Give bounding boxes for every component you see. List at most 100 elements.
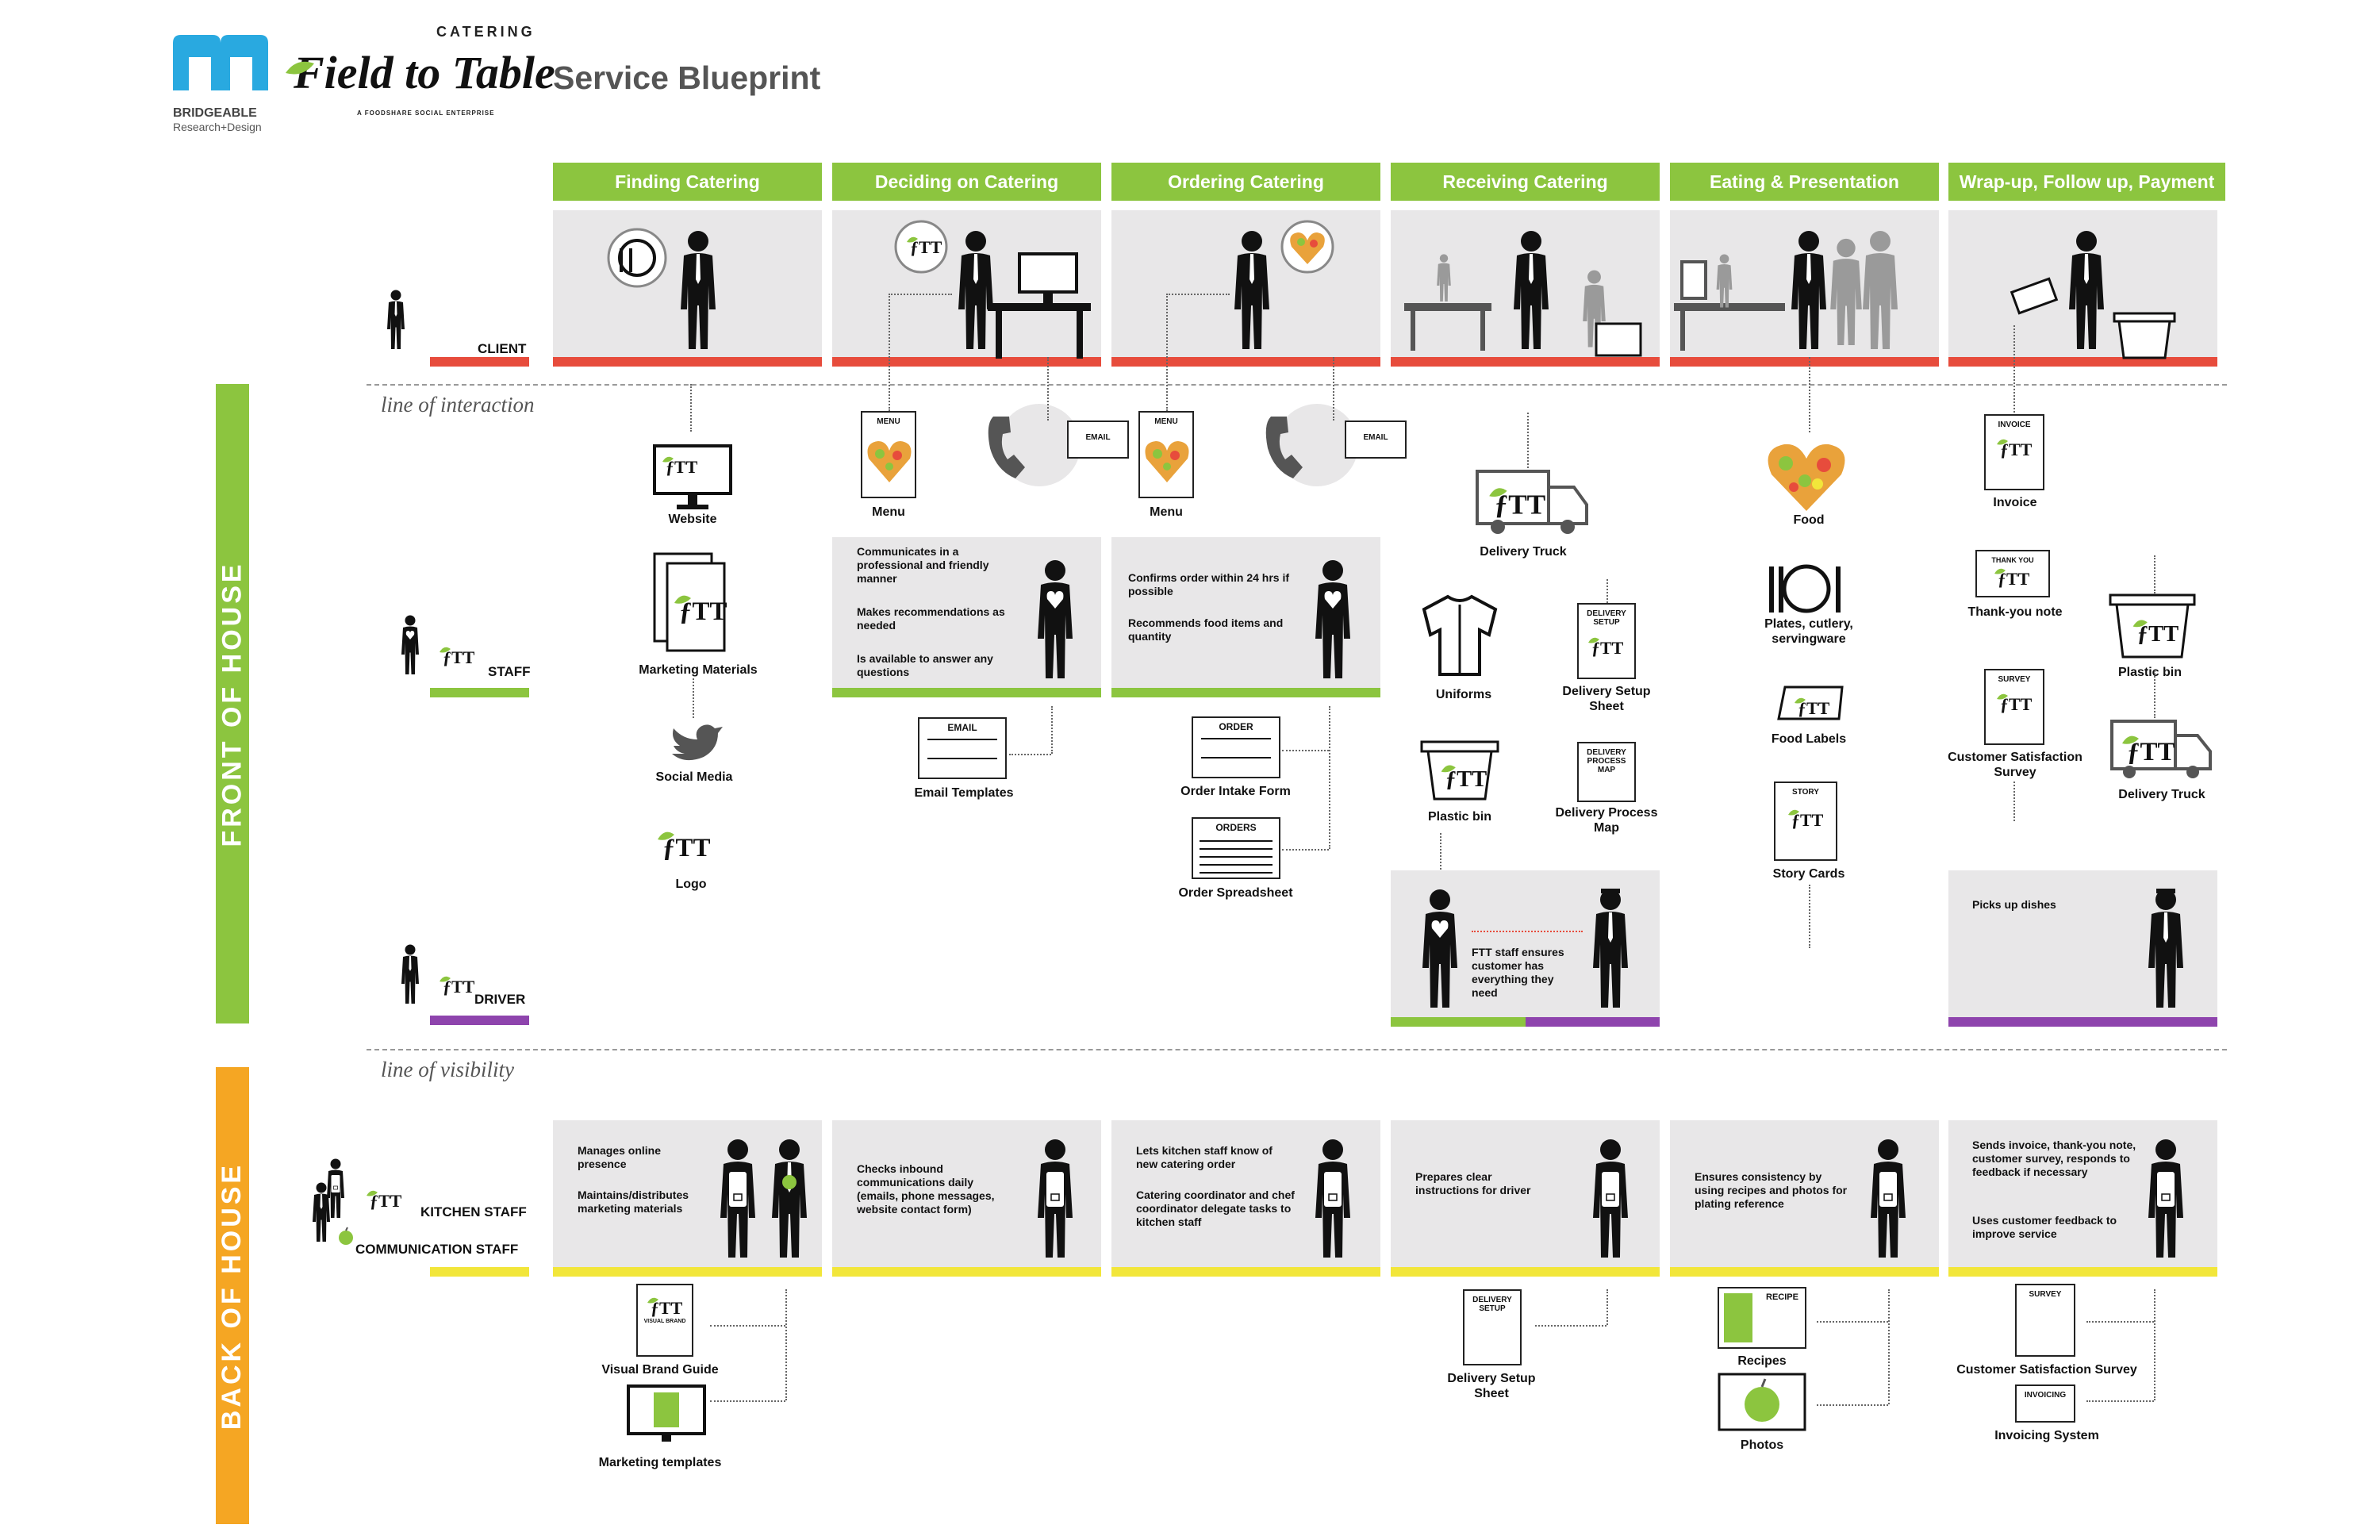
invoice-card-icon: [2010, 277, 2059, 315]
thank-you-label: Thank-you note: [1967, 605, 2063, 619]
email-templates-label: Email Templates: [914, 786, 1014, 800]
story-card-doc: STORY: [1774, 782, 1837, 861]
thank-you-doc-title: THANK YOU: [1991, 556, 2034, 564]
food-heart-icon: [867, 441, 912, 482]
front-of-house-label: FRONT OF HOUSE: [217, 560, 248, 847]
back-receiving-connector-1: [1606, 1289, 1608, 1325]
receiving-driver-figure: [1593, 889, 1628, 1008]
survey-doc-title: SURVEY: [1998, 675, 2031, 684]
food-heart-icon-2: [1145, 441, 1189, 482]
picks-up-text: Picks up dishes: [1972, 898, 2056, 911]
back-ordering-figure: [1315, 1139, 1351, 1258]
role-kitchen: KITCHEN STAFF: [420, 1204, 527, 1219]
recipe-doc-title: RECIPE: [1766, 1292, 1798, 1302]
ordering-staff-bar: [1111, 688, 1380, 697]
back-finding-connector-2: [710, 1325, 785, 1327]
ftt-wordmark: Field to Table: [294, 47, 555, 98]
role-staff: STAFF: [488, 664, 531, 679]
front-of-house-bar: FRONT OF HOUSE: [216, 384, 249, 1023]
menu-document-2: MENU: [1138, 411, 1194, 498]
back-survey-doc-title: SURVEY: [2029, 1290, 2062, 1299]
ordering-text-2: Recommends food items and quantity: [1128, 616, 1284, 643]
client-figure-finding: [681, 231, 716, 349]
uniform-shirt-icon: [1422, 594, 1498, 676]
plate-icon: [607, 228, 667, 288]
visual-brand-doc-title: VISUAL BRAND: [643, 1319, 686, 1324]
deciding-staff-bar: [832, 688, 1101, 697]
client-figure-ordering: [1234, 231, 1269, 349]
deciding-connector-3: [1047, 357, 1049, 421]
ordering-connector-3: [1333, 357, 1334, 421]
back-delivery-setup-doc-title: DELIVERY SETUP: [1472, 1296, 1512, 1313]
deciding-connector-1: [889, 294, 890, 411]
back-bar-finding: [553, 1267, 822, 1277]
menu-doc-title-2: MENU: [1154, 417, 1178, 426]
client-figure-wrapup: [2069, 231, 2104, 349]
kitchen-bar: [430, 1267, 529, 1277]
back-bar-wrapup: [1948, 1267, 2217, 1277]
marketing-template-monitor-icon: [627, 1384, 706, 1442]
survey-doc: SURVEY: [1984, 669, 2044, 745]
page-title: Service Blueprint: [553, 60, 821, 96]
plates-label: Plates, cutlery, servingware: [1764, 617, 1853, 646]
eating-connector-2: [1809, 885, 1810, 948]
food-heart-large-icon: [1768, 444, 1845, 511]
thank-you-doc: THANK YOU: [1975, 550, 2050, 597]
stage-header-eating: Eating & Presentation: [1670, 163, 1939, 201]
delivery-setup-doc: DELIVERY SETUP: [1577, 603, 1636, 679]
back-eating-figure: [1870, 1139, 1906, 1258]
back-wrap-connector-2: [2086, 1321, 2154, 1323]
ftt-logo-mini-5: [1997, 693, 2033, 714]
story-card-doc-title: STORY: [1792, 788, 1819, 797]
back-eating-connector-1: [1888, 1289, 1890, 1404]
staff-bar: [430, 688, 529, 697]
bridgeable-sub: Research+Design: [173, 121, 262, 133]
phone-email-icon-2: [1265, 404, 1358, 486]
delivery-truck-label-2: Delivery Truck: [2118, 788, 2205, 801]
delivery-process-doc: DELIVERY PROCESS MAP: [1577, 742, 1636, 802]
deciding-staff-figure: [1038, 560, 1073, 678]
uniforms-label: Uniforms: [1435, 688, 1492, 701]
order-spreadsheet-doc: ORDERS: [1192, 817, 1280, 879]
ordering-connector-4: [1329, 706, 1330, 849]
stage-header-ordering: Ordering Catering: [1111, 163, 1380, 201]
back-wrap-figure: [2148, 1139, 2184, 1258]
ordering-connector-2: [1166, 294, 1230, 295]
staff-role-icon: [401, 615, 419, 674]
back-finding-connector-3: [710, 1400, 785, 1402]
receiving-staff-figure: [1422, 889, 1457, 1008]
line-of-interaction: [367, 384, 2227, 386]
receiving-connector-1: [1527, 413, 1529, 468]
phone-email-icon: [988, 404, 1081, 486]
plate-cutlery-icon: [1769, 564, 1841, 613]
back-survey-label: Customer Satisfaction Survey: [1956, 1363, 2137, 1377]
order-form-doc-title: ORDER: [1219, 721, 1253, 732]
bridgeable-b-icon: [173, 35, 268, 90]
back-wrap-connector-3: [2086, 1400, 2154, 1402]
plastic-bin-label-2: Plastic bin: [2117, 666, 2182, 679]
back-wrap-text-1: Sends invoice, thank-you note, customer …: [1972, 1139, 2136, 1178]
ordering-text-1: Confirms order within 24 hrs if possible: [1128, 571, 1290, 597]
delivery-setup-sheet-label: Delivery Setup Sheet: [1562, 685, 1651, 713]
ftt-kitchen-logo-icon: [367, 1190, 402, 1211]
photos-label: Photos: [1740, 1438, 1784, 1452]
back-bar-deciding: [832, 1267, 1101, 1277]
stage-header-receiving: Receiving Catering: [1391, 163, 1660, 201]
finding-connector-2: [693, 678, 694, 718]
email-document-1: EMAIL: [1067, 421, 1129, 459]
ftt-catering-text: CATERING: [436, 24, 536, 40]
deciding-connector-2: [889, 294, 952, 295]
driver-role-icon: [401, 944, 419, 1004]
client-bar-receiving: [1391, 357, 1660, 367]
back-finding-kitchen-figure: [720, 1139, 756, 1258]
client-bar-wrapup: [1948, 357, 2217, 367]
ftt-logo-mini: [1588, 637, 1624, 658]
computer-desk-icon: [988, 252, 1091, 359]
twitter-bird-icon: [672, 724, 723, 761]
back-receiving-connector-2: [1535, 1325, 1606, 1327]
back-bar-eating: [1670, 1267, 1939, 1277]
food-label: Food: [1793, 513, 1825, 527]
back-of-house-label: BACK OF HOUSE: [217, 1162, 248, 1430]
visual-brand-guide-label: Visual Brand Guide: [601, 1363, 719, 1377]
back-wrap-text-2: Uses customer feedback to improve servic…: [1972, 1214, 2117, 1240]
